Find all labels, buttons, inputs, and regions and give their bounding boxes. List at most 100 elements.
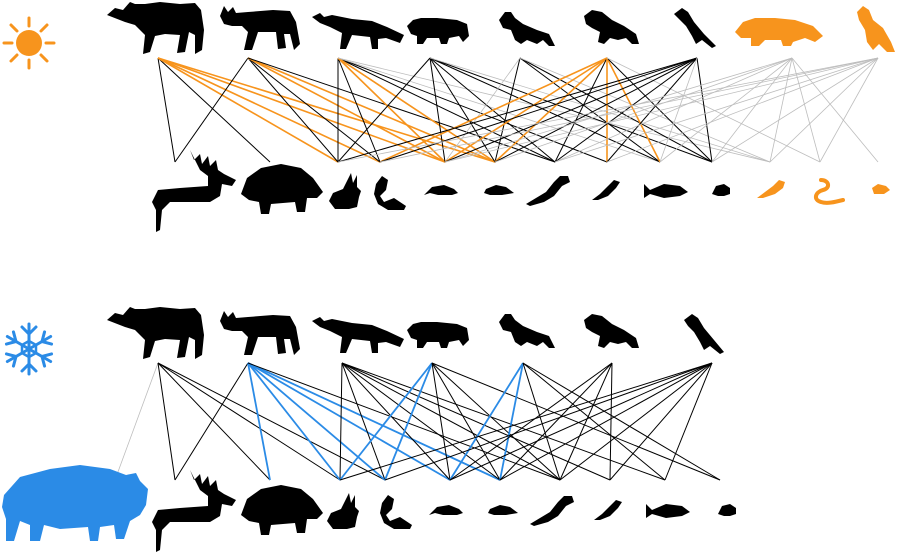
feeding-link bbox=[337, 57, 431, 163]
feeding-link bbox=[522, 362, 666, 481]
frog-silhouette bbox=[718, 504, 736, 516]
feeding-link bbox=[384, 362, 713, 481]
feeding-link bbox=[431, 362, 561, 481]
feeding-link bbox=[519, 57, 661, 163]
feeding-link bbox=[339, 362, 343, 481]
feeding-link bbox=[664, 362, 713, 481]
feeding-link bbox=[819, 57, 879, 163]
feeding-link bbox=[247, 362, 386, 481]
red-deer-silhouette bbox=[152, 470, 236, 552]
squirrel-silhouette bbox=[380, 495, 412, 529]
hare-silhouette bbox=[327, 493, 359, 529]
crow-silhouette bbox=[530, 496, 574, 526]
feeding-link bbox=[429, 57, 496, 163]
feeding-link bbox=[429, 57, 771, 163]
feeding-link bbox=[341, 362, 561, 481]
wolf-silhouette bbox=[107, 2, 204, 54]
wild-boar-silhouette bbox=[241, 485, 323, 535]
feeding-link bbox=[711, 57, 793, 163]
mouse-silhouette bbox=[429, 505, 463, 515]
feeding-link bbox=[157, 57, 271, 163]
feeding-link bbox=[247, 362, 451, 481]
feeding-link bbox=[606, 57, 821, 163]
wolf-silhouette bbox=[107, 307, 204, 359]
small-bird-silhouette bbox=[592, 180, 620, 200]
feeding-link bbox=[606, 57, 698, 163]
hare-silhouette bbox=[329, 173, 361, 209]
feeding-link bbox=[339, 362, 433, 481]
feeding-link bbox=[341, 362, 501, 481]
snowflake-icon bbox=[2, 322, 56, 376]
feeding-link bbox=[379, 57, 608, 163]
feeding-link bbox=[157, 362, 176, 481]
feeding-link bbox=[769, 57, 879, 163]
feeding-link bbox=[444, 57, 793, 163]
feeding-link bbox=[174, 362, 249, 481]
feeding-link bbox=[247, 57, 496, 163]
feeding-link bbox=[554, 57, 698, 163]
feeding-link bbox=[449, 362, 524, 481]
feeding-link bbox=[379, 57, 879, 163]
summer-links bbox=[157, 57, 879, 163]
feeding-link bbox=[494, 57, 793, 163]
lynx-silhouette bbox=[220, 311, 300, 355]
badger-highlighted-silhouette bbox=[735, 18, 823, 46]
feeding-link bbox=[444, 57, 608, 163]
feeding-link bbox=[114, 362, 159, 481]
sun-icon bbox=[2, 16, 56, 70]
feeding-link bbox=[341, 362, 666, 481]
feeding-link bbox=[444, 57, 879, 163]
feeding-link bbox=[499, 362, 613, 481]
feeding-link bbox=[337, 57, 698, 163]
raven-silhouette bbox=[674, 8, 716, 48]
feeding-link bbox=[384, 362, 433, 481]
feeding-link bbox=[499, 362, 713, 481]
otter-silhouette bbox=[499, 12, 555, 46]
songbird-highlighted-silhouette bbox=[757, 180, 785, 198]
feeding-link bbox=[449, 362, 713, 481]
bison-highlighted-silhouette bbox=[2, 465, 148, 541]
feeding-link bbox=[174, 57, 249, 163]
badger-silhouette bbox=[407, 18, 469, 44]
feeding-link bbox=[337, 57, 771, 163]
wild-boar-silhouette bbox=[241, 164, 323, 214]
crow-silhouette bbox=[526, 176, 570, 206]
feeding-link bbox=[431, 362, 721, 481]
feeding-link bbox=[522, 362, 561, 481]
squirrel-silhouette bbox=[374, 176, 406, 210]
red-fox-silhouette bbox=[312, 317, 404, 353]
feeding-link bbox=[247, 362, 501, 481]
raven-silhouette bbox=[684, 314, 724, 354]
feeding-link bbox=[609, 362, 613, 481]
feeding-link bbox=[522, 362, 721, 481]
feeding-link bbox=[337, 57, 381, 163]
feeding-link bbox=[157, 362, 386, 481]
feeding-link bbox=[431, 362, 501, 481]
feeding-link bbox=[247, 57, 381, 163]
feeding-link bbox=[659, 57, 793, 163]
feeding-link bbox=[559, 362, 713, 481]
feeding-link bbox=[247, 362, 271, 481]
feeding-link bbox=[519, 57, 771, 163]
feeding-link bbox=[444, 57, 521, 163]
feeding-link bbox=[431, 362, 451, 481]
feeding-link bbox=[247, 362, 561, 481]
golden-eagle-silhouette bbox=[857, 6, 895, 52]
feeding-link bbox=[696, 57, 713, 163]
feeding-link bbox=[606, 57, 879, 163]
feeding-link bbox=[554, 57, 879, 163]
feeding-link bbox=[157, 57, 339, 163]
feeding-link bbox=[609, 362, 713, 481]
red-fox-silhouette bbox=[312, 13, 404, 49]
feeding-link bbox=[157, 362, 341, 481]
feeding-link bbox=[444, 57, 698, 163]
feeding-link bbox=[429, 57, 446, 163]
frog-silhouette bbox=[712, 184, 730, 196]
fish-silhouette bbox=[646, 504, 690, 518]
feeding-link bbox=[494, 57, 521, 163]
vole-silhouette bbox=[484, 185, 514, 195]
feeding-link bbox=[337, 57, 879, 163]
feeding-link bbox=[247, 57, 446, 163]
feeding-link bbox=[494, 57, 608, 163]
